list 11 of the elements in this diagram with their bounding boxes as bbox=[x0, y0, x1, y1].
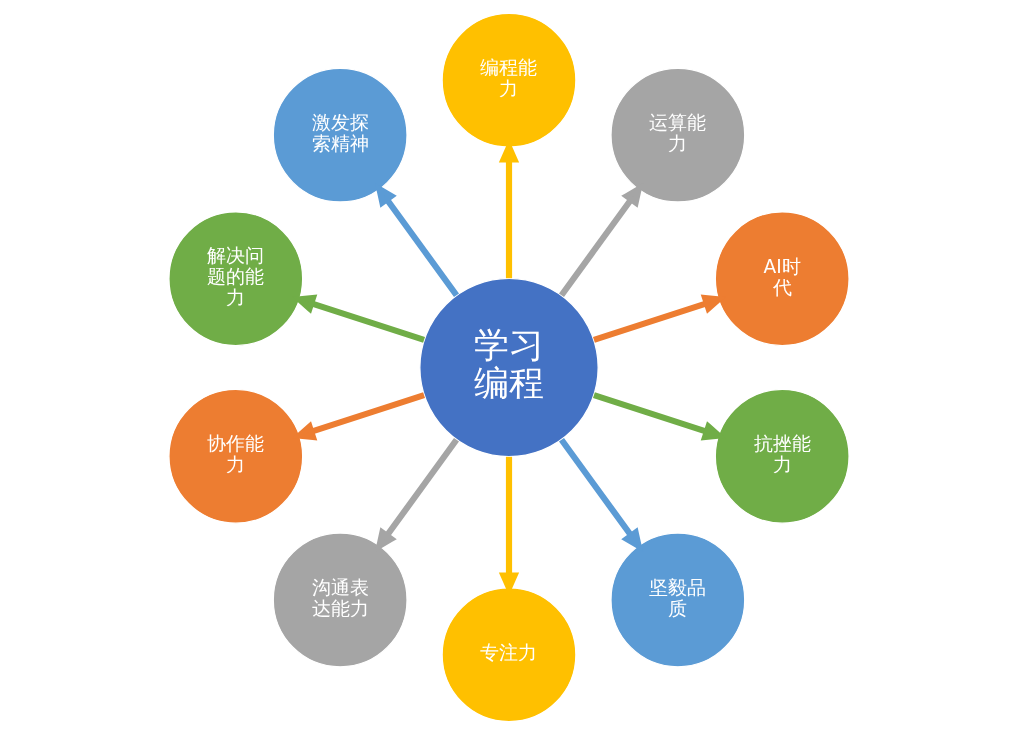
node-circle: 专注力 bbox=[441, 587, 577, 723]
node-circle: 协作能力 bbox=[168, 388, 304, 524]
node-circle: 坚毅品质 bbox=[610, 532, 746, 668]
node-circle: 解决问题的能力 bbox=[168, 211, 304, 347]
node-circle: 运算能力 bbox=[610, 67, 746, 203]
node-circle: 沟通表达能力 bbox=[272, 532, 408, 668]
node-circle: AI时代 bbox=[714, 211, 850, 347]
node-circle: 学习编程 bbox=[419, 277, 599, 458]
node-circle: 抗挫能力 bbox=[714, 388, 850, 524]
node-circle: 激发探索精神 bbox=[272, 67, 408, 203]
node-circle: 编程能力 bbox=[441, 12, 577, 148]
